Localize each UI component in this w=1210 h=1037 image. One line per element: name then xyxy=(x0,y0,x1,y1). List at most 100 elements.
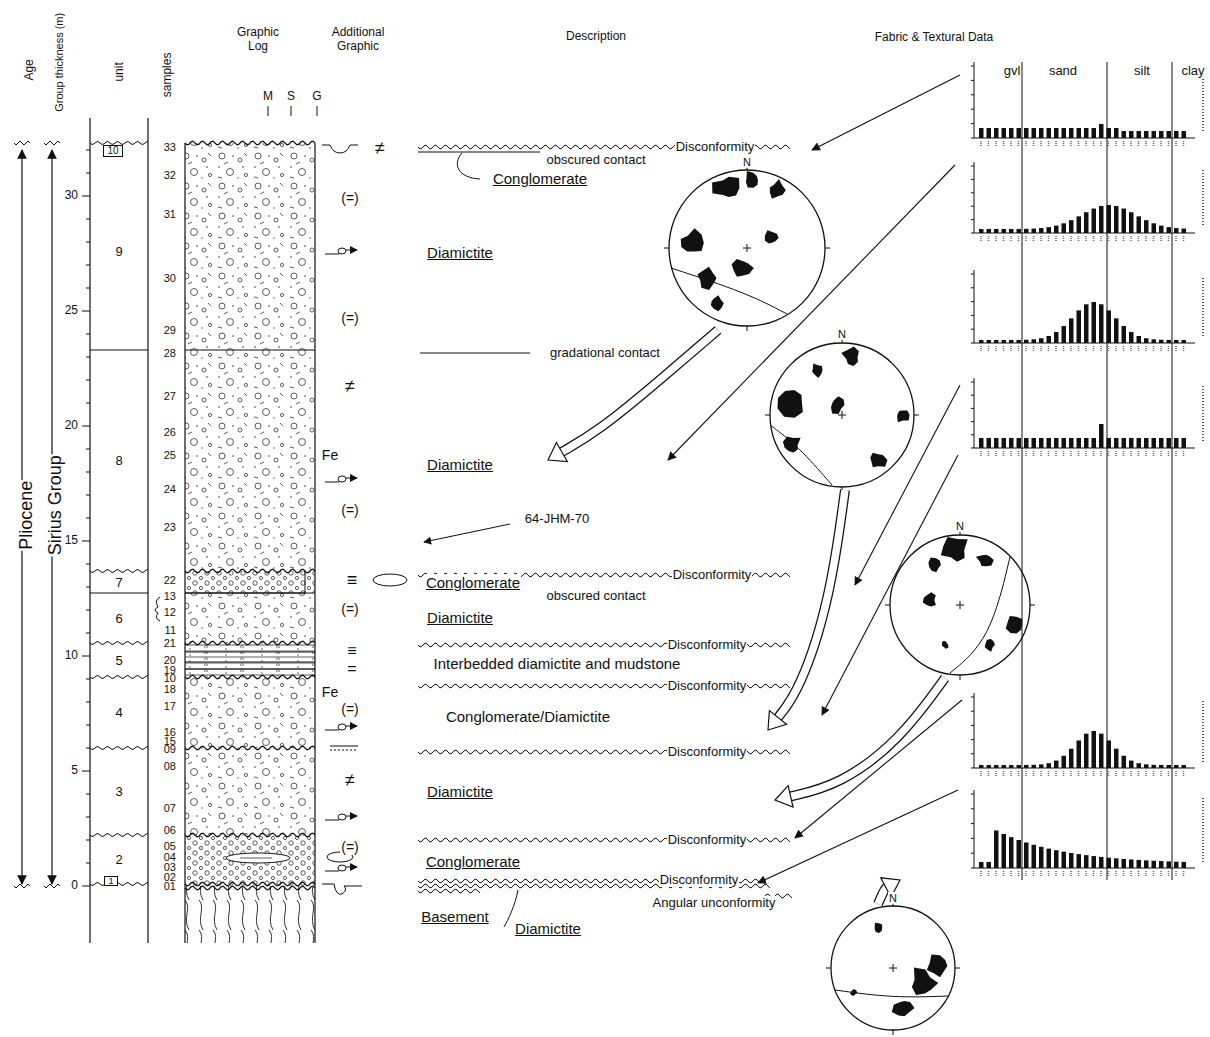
unit-box: 5 xyxy=(90,643,148,677)
unit-number: 8 xyxy=(115,454,122,467)
grain-class: clay xyxy=(1180,64,1205,79)
column-heading: Graphic Log xyxy=(227,26,289,54)
sample-pointer xyxy=(424,524,510,542)
stereonet xyxy=(765,338,919,492)
log-lamina xyxy=(185,652,315,669)
hollow-arrow xyxy=(768,490,845,730)
thickness-tick: 15 xyxy=(64,534,79,548)
great-circle xyxy=(950,557,1010,673)
clast-orientation-symbol xyxy=(325,476,357,482)
column-heading: Additional Graphic xyxy=(314,26,402,54)
hollow-arrow xyxy=(548,330,718,462)
great-circle xyxy=(835,990,948,997)
lithology-description: Disconformity xyxy=(672,568,753,583)
unit-box: 10 xyxy=(103,145,123,157)
lithology-description: obscured contact xyxy=(545,589,646,604)
lithology-description: Angular unconformity xyxy=(652,896,777,911)
net-ticks xyxy=(664,165,830,331)
axis-tick xyxy=(82,886,90,887)
thickness-tick: 10 xyxy=(64,649,79,663)
column-heading: G xyxy=(311,90,322,104)
sample-number: 13 xyxy=(163,590,177,603)
graphic-symbol: = xyxy=(346,660,357,678)
unit-number: 10 xyxy=(107,146,118,156)
graphic-symbol: ≡ xyxy=(346,570,359,591)
log-fill xyxy=(185,593,315,643)
pole-density xyxy=(765,230,779,243)
pole-density xyxy=(892,1001,915,1016)
axis-tick xyxy=(82,771,90,772)
pole-density xyxy=(681,228,704,251)
sample-number: 30 xyxy=(163,272,177,285)
great-circle xyxy=(770,425,832,485)
pole-density xyxy=(841,346,859,365)
column-heading: samples xyxy=(161,52,175,99)
pole-density xyxy=(712,177,739,197)
sample-number: 05 xyxy=(163,840,177,853)
sample-number: 20 xyxy=(163,654,177,667)
unit-boundary-wavy xyxy=(90,676,148,679)
leader-arrow xyxy=(795,700,962,838)
log-fill xyxy=(185,571,315,593)
log-fill xyxy=(185,643,315,677)
log-disconformity xyxy=(185,882,315,886)
sample-number: 22 xyxy=(163,574,177,587)
column-heading: S xyxy=(286,90,296,104)
grain-scale-tick xyxy=(268,106,269,116)
unit-number: 7 xyxy=(115,576,122,589)
grain-size-histogram xyxy=(970,790,1205,880)
log-fill xyxy=(185,677,315,748)
lithology-description: Diamictite xyxy=(426,783,494,800)
graphic-symbol: ≠ xyxy=(344,770,356,791)
pole-density xyxy=(942,641,948,649)
unit-column-edge xyxy=(90,118,148,943)
grain-size-histogram xyxy=(970,62,1205,150)
leader-arrow xyxy=(668,165,955,460)
graphic-symbol: (=) xyxy=(340,601,360,617)
lithology-description: 64-JHM-70 xyxy=(524,512,590,527)
grain-size-histogram xyxy=(970,378,1205,460)
unit-boundary xyxy=(90,350,148,351)
thickness-tick: 0 xyxy=(70,879,79,893)
sample-number: 28 xyxy=(163,347,177,360)
unit-number: 1 xyxy=(108,877,113,886)
log-disconformity xyxy=(185,569,315,573)
pole-density xyxy=(941,537,968,562)
log-disconformity xyxy=(185,141,315,145)
log-fill xyxy=(185,350,315,571)
unit-number: 3 xyxy=(115,785,122,798)
unit-number: 9 xyxy=(115,245,122,258)
channel-symbol xyxy=(322,145,358,153)
thickness-tick: 5 xyxy=(70,764,79,778)
pole-density xyxy=(870,453,887,468)
pole-density xyxy=(770,179,786,199)
clast-orientation-symbol xyxy=(325,814,357,820)
break-mark xyxy=(44,884,60,888)
unit-number: 5 xyxy=(115,654,122,667)
unit-box: 1 xyxy=(104,876,118,886)
graphic-symbol: Fe xyxy=(321,447,339,463)
break-mark xyxy=(14,884,30,888)
log-disconformity xyxy=(185,641,315,645)
grain-size-histogram xyxy=(970,162,1205,245)
sample-number: 31 xyxy=(163,208,177,221)
sample-number: 06 xyxy=(163,824,177,837)
log-lens-line xyxy=(240,858,272,859)
column-heading: Fabric & Textural Data xyxy=(874,31,995,45)
sample-number: 32 xyxy=(163,169,177,182)
pole-density xyxy=(985,639,995,652)
grain-class: silt xyxy=(1133,64,1151,79)
grain-scale-tick xyxy=(317,106,318,116)
column-heading: Pliocene xyxy=(17,479,38,550)
sample-number: 08 xyxy=(163,760,177,773)
lithology-description: Conglomerate xyxy=(425,574,521,591)
grain-size-histogram xyxy=(970,693,1205,780)
log-fill xyxy=(185,835,315,884)
unit-boundary-wavy xyxy=(90,642,148,645)
unit-boundary-wavy xyxy=(90,747,148,750)
grain-class: gvl xyxy=(1003,64,1022,79)
log-disconformity xyxy=(185,833,315,837)
lithology-description: Disconformity xyxy=(659,873,740,888)
unit-box: 7 xyxy=(90,571,148,593)
unit-box: 6 xyxy=(90,593,148,643)
